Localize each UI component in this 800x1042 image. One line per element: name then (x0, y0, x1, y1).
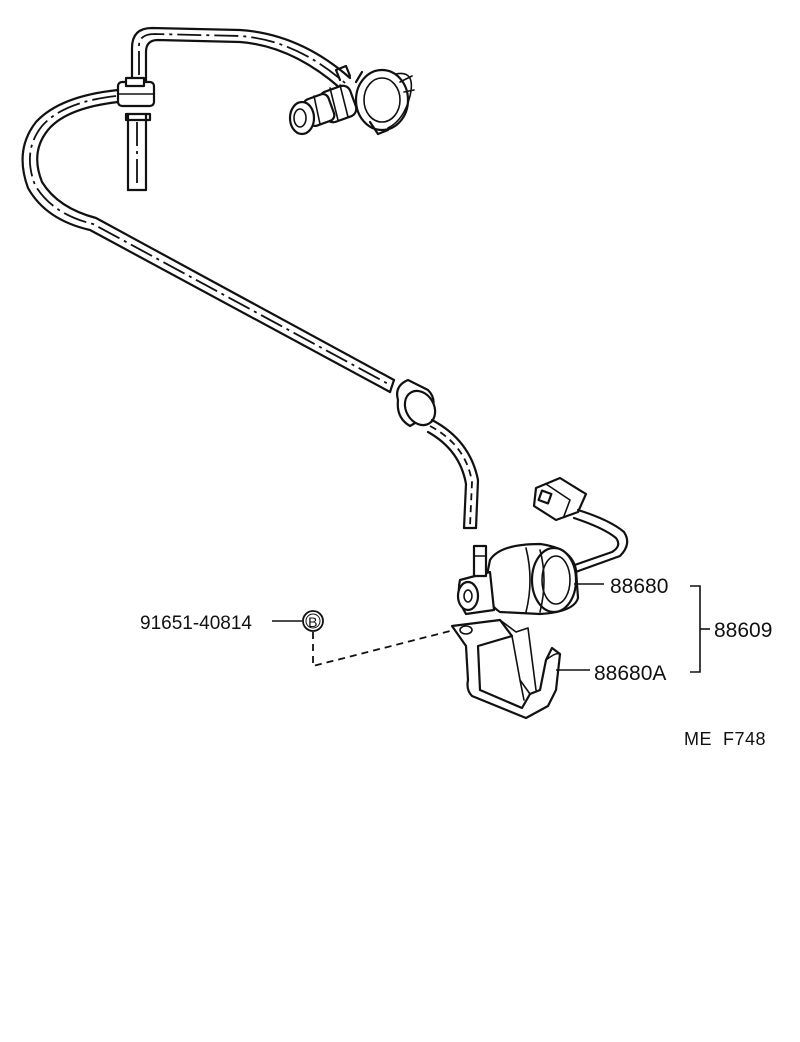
stub-hose (124, 112, 152, 192)
bolt-dashed-leader (312, 629, 455, 668)
actuator-part-number: 88680 (610, 575, 668, 598)
electrical-connector (532, 476, 588, 522)
actuator-bracket (450, 618, 562, 720)
bolt-badge-text: B (308, 614, 318, 630)
connector-wire (564, 508, 629, 576)
bolt-symbol: B (302, 610, 324, 632)
assembly-part-number: 88609 (714, 619, 772, 642)
vacuum-hose-loop (21, 88, 396, 394)
callout-leaders (272, 583, 710, 673)
bracket-part-number: 88680A (594, 662, 666, 685)
vacuum-hose-upper (130, 26, 352, 90)
vacuum-hose-lower (426, 418, 480, 530)
figure-code: ME F748 (684, 729, 766, 749)
rubber-joint (396, 378, 437, 428)
tee-fitting (116, 76, 156, 108)
bolt-part-number: 91651-40814 (140, 613, 252, 634)
brake-booster-valve (288, 64, 415, 136)
cruise-actuator (456, 542, 580, 616)
